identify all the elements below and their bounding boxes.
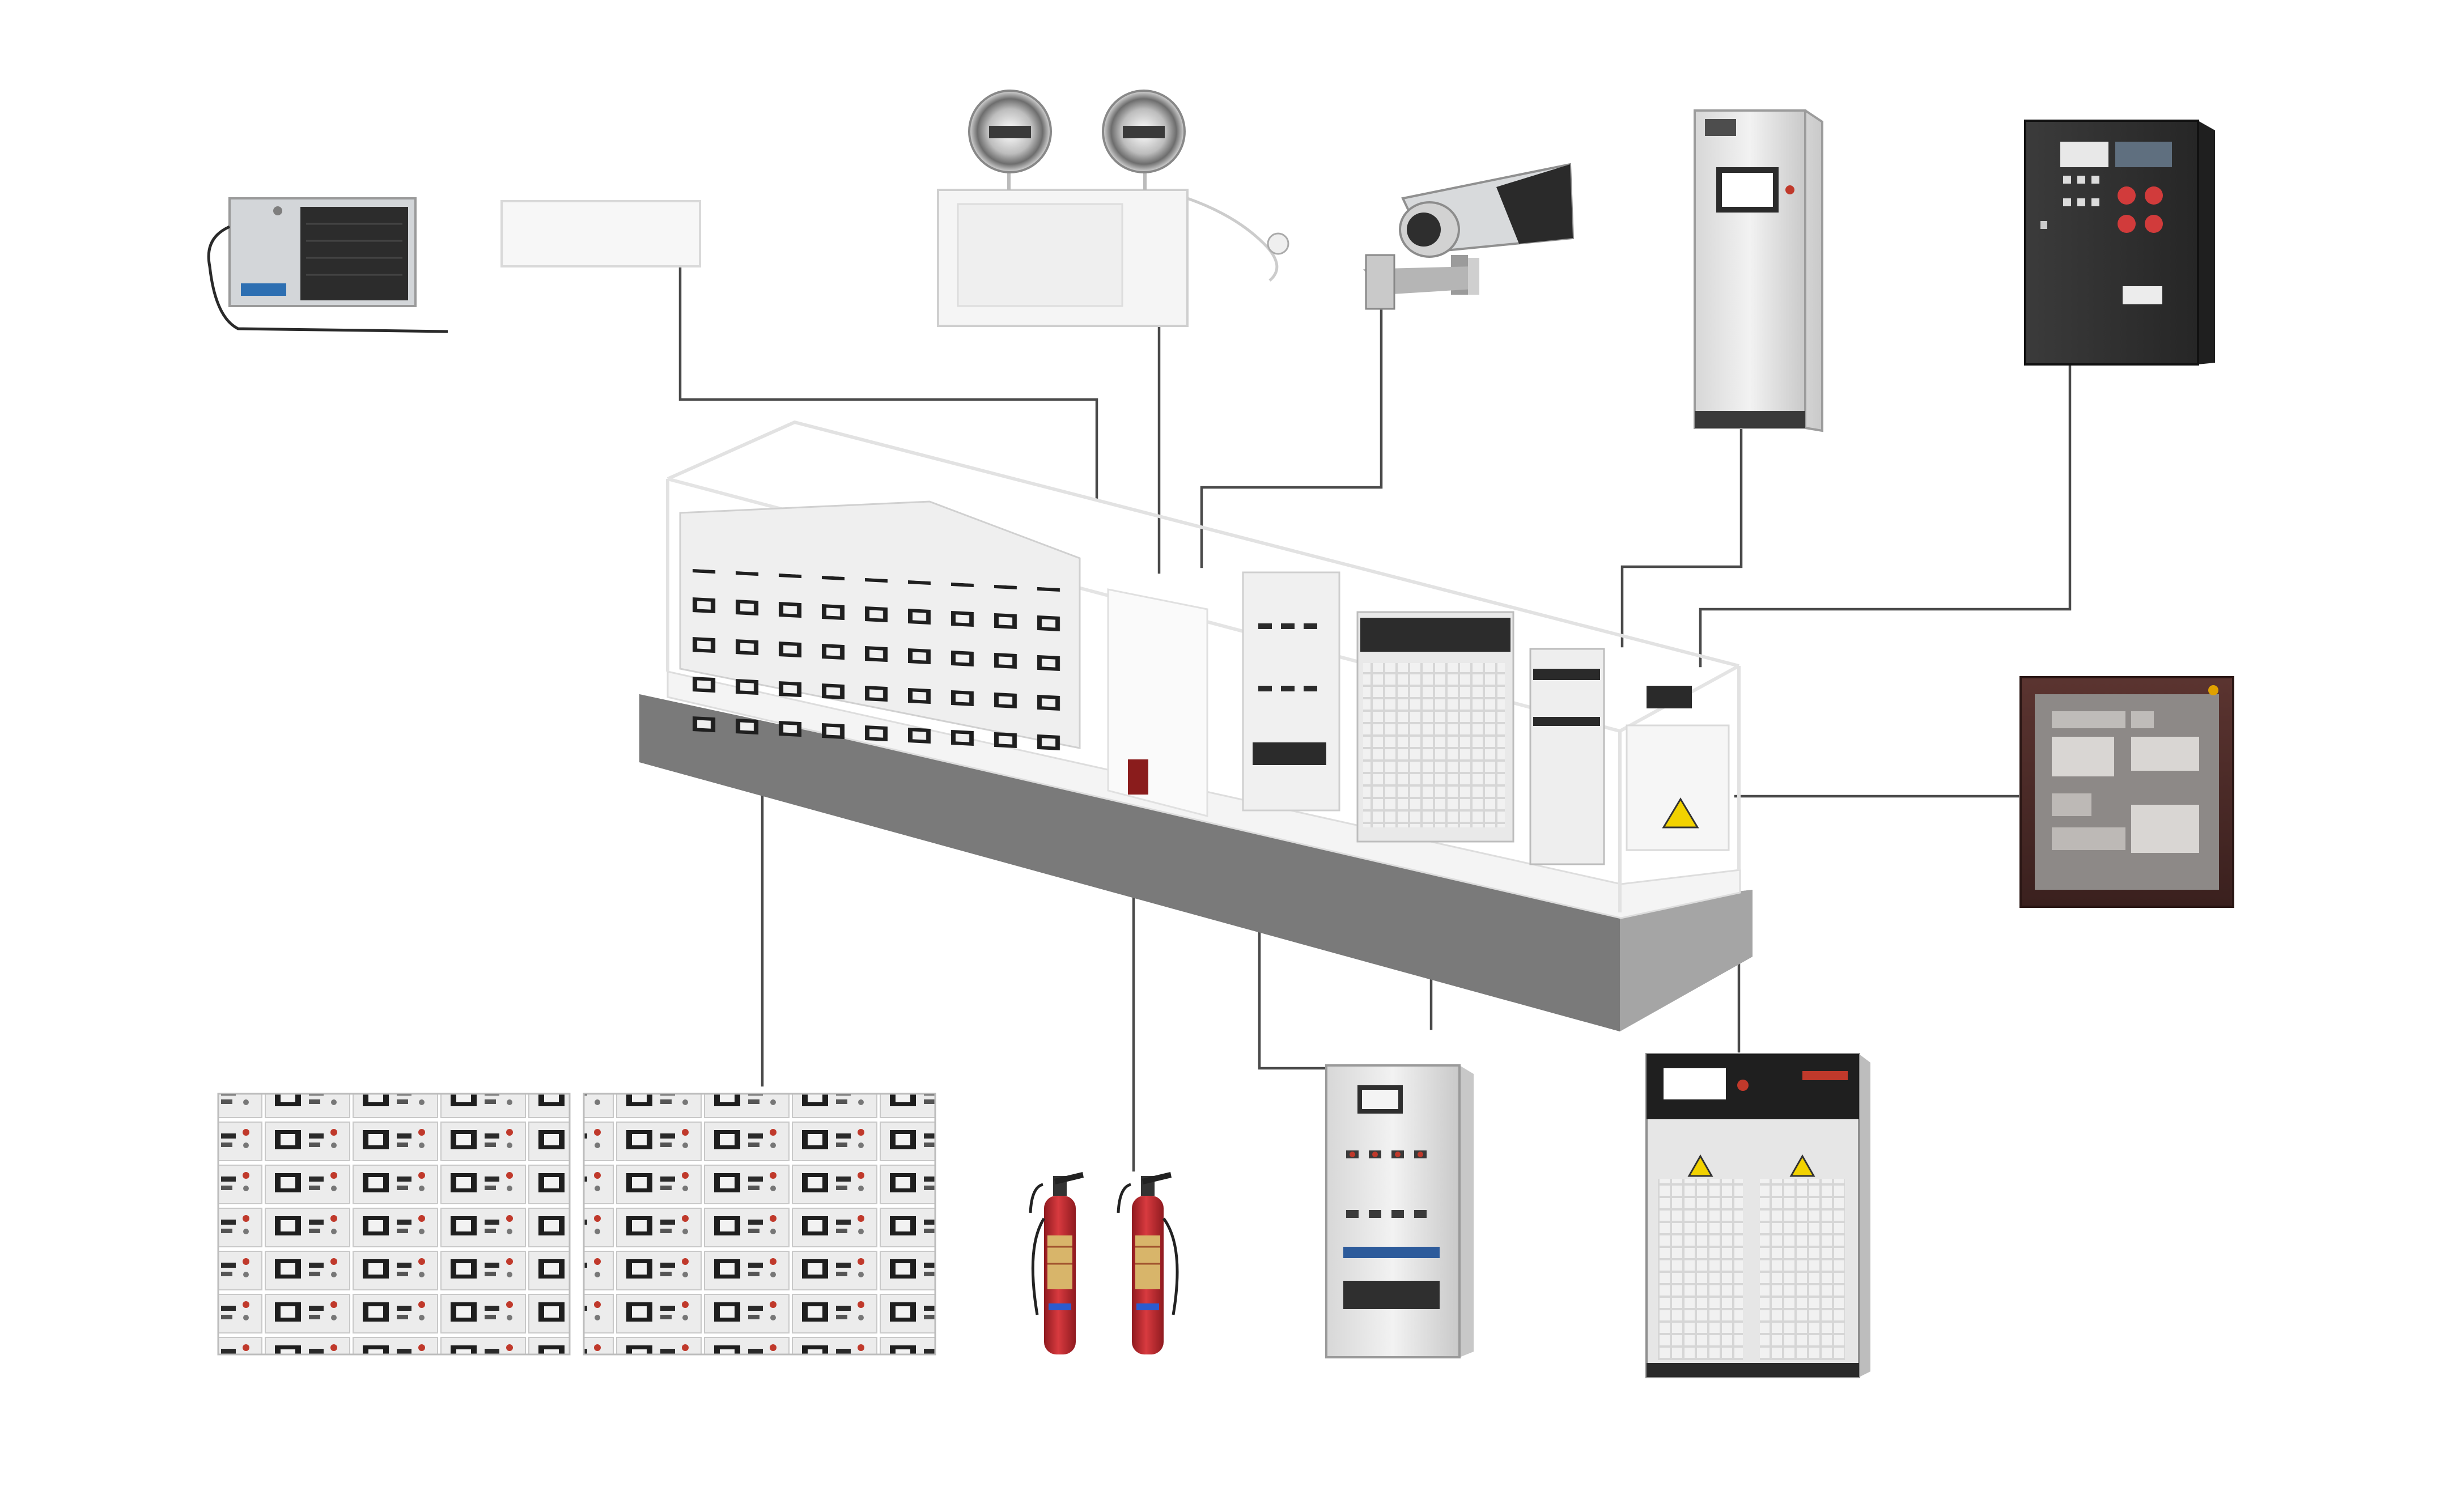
- monitoring-panel-icon: [2019, 676, 2234, 908]
- cctv-camera-icon: [1363, 163, 1575, 310]
- control-cabinet-icon: [1694, 109, 1823, 432]
- pcs-inverter-icon: [1645, 1053, 1870, 1378]
- battery-rack-icon: [217, 1093, 936, 1356]
- emergency-light-icon: [937, 90, 1289, 327]
- fire-extinguisher-icon: [1029, 1172, 1179, 1354]
- distribution-cabinet-icon: [1325, 1064, 1474, 1358]
- indoor-ac-icon: [500, 200, 701, 267]
- connector-camera: [1200, 307, 1383, 568]
- fire-alarm-panel-icon: [2024, 120, 2215, 366]
- connector-control-cabinet: [1620, 426, 1743, 648]
- air-conditioner-icon: [207, 197, 448, 333]
- connector-fire-alarm: [1699, 361, 2072, 668]
- connector-ac-panel: [678, 265, 1098, 500]
- storage-container: [639, 420, 1753, 1031]
